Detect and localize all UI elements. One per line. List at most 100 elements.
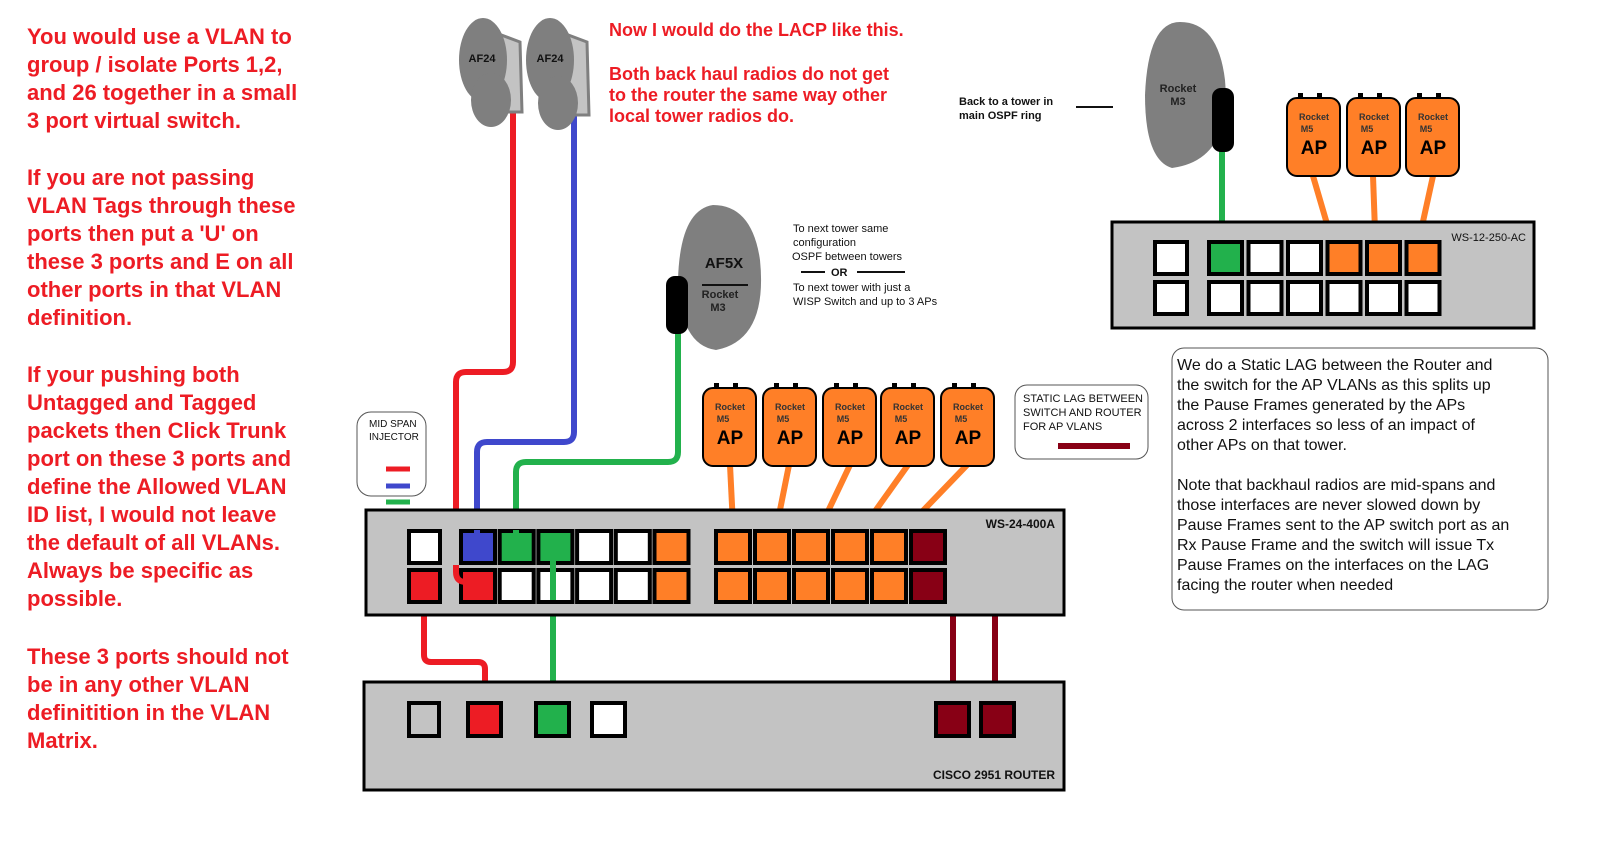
- remote-port: [1404, 280, 1442, 316]
- router-port: [534, 701, 571, 738]
- ap-label: AP: [1301, 138, 1328, 159]
- note-exclusive: These 3 ports should not be in any other…: [27, 644, 289, 753]
- remote-port: [1153, 240, 1189, 276]
- remote-port: [1286, 280, 1323, 316]
- remote-port: [1153, 280, 1189, 316]
- ap-m5-label: M5: [1420, 124, 1433, 134]
- ap-model-label: Rocket: [835, 402, 865, 412]
- switch-port: [575, 568, 614, 604]
- af5x-label: AF5X: [705, 255, 743, 272]
- switch-port: [652, 568, 691, 604]
- rocket-m3-remote-label1: Rocket: [1160, 83, 1197, 95]
- note-backhaul: Both back haul radios do not get to the …: [609, 64, 890, 126]
- switch-port: [714, 529, 752, 565]
- legend-lag: [1014, 384, 1149, 460]
- remote-port: [1286, 240, 1323, 276]
- af24-label-1: AF24: [469, 53, 497, 65]
- ap-m5-label: M5: [895, 414, 908, 424]
- switch-port: [870, 568, 908, 604]
- ap-model-label: Rocket: [1418, 112, 1448, 122]
- switch-port: [613, 529, 652, 565]
- af5x-rocket-label: Rocket: [702, 289, 739, 301]
- router-port: [407, 701, 441, 738]
- remote-port: [1246, 280, 1284, 316]
- next-tower-text-2: To next tower with just a WISP Switch an…: [793, 282, 938, 308]
- ap-model-label: Rocket: [953, 402, 983, 412]
- router-port: [979, 701, 1016, 738]
- switch-port: [652, 529, 691, 565]
- cable-blue-af24: [474, 115, 577, 545]
- legend-lag-title: STATIC LAG BETWEEN SWITCH AND ROUTER FOR…: [1023, 393, 1143, 433]
- next-tower-text-1: To next tower same configuration: [793, 223, 889, 249]
- ap-m5-label: M5: [955, 414, 968, 424]
- ap-label: AP: [895, 428, 922, 449]
- switch-port: [407, 568, 442, 604]
- switch-port: [575, 529, 614, 565]
- router-port: [466, 701, 503, 738]
- note-trunk: If your pushing both Untagged and Tagged…: [27, 362, 292, 611]
- router-port: [934, 701, 971, 738]
- cable-red-router: [421, 590, 488, 715]
- switch-port: [714, 568, 752, 604]
- rocket-m3-remote: Rocket M3: [1145, 22, 1234, 168]
- switch-port: [459, 568, 497, 604]
- remote-switch-label: WS-12-250-AC: [1451, 232, 1526, 244]
- switch-port: [909, 529, 947, 565]
- ap-label: AP: [955, 428, 982, 449]
- lag-note-box: [1171, 347, 1549, 611]
- legend-midspan-title: MID SPAN INJECTOR: [369, 419, 419, 443]
- ap-label: AP: [717, 428, 744, 449]
- ap-model-label: Rocket: [893, 402, 923, 412]
- af24-radio-1: AF24: [459, 18, 524, 127]
- main-switch-label: WS-24-400A: [986, 517, 1056, 531]
- lag-note-para2: Note that backhaul radios are mid-spans …: [1177, 477, 1510, 594]
- router-label: CISCO 2951 ROUTER: [933, 768, 1055, 782]
- main-switch: WS-24-400A: [364, 508, 1066, 617]
- router-port: [590, 701, 627, 738]
- switch-port: [613, 568, 652, 604]
- switch-port: [792, 529, 830, 565]
- ap-model-label: Rocket: [1299, 112, 1329, 122]
- next-tower-or: OR: [831, 267, 848, 279]
- rocket-m3-remote-label2: M3: [1170, 96, 1185, 108]
- switch-port: [831, 568, 869, 604]
- ap-label: AP: [837, 428, 864, 449]
- next-tower-ospf: OSPF between towers: [792, 251, 903, 263]
- ap-m5-label: M5: [717, 414, 730, 424]
- remote-port: [1325, 240, 1363, 276]
- note-lacp: Now I would do the LACP like this.: [609, 20, 904, 40]
- remote-port: [1246, 240, 1284, 276]
- af5x-radio: AF5X Rocket M3: [666, 205, 762, 350]
- ap-m5-label: M5: [1301, 124, 1314, 134]
- switch-port: [831, 529, 869, 565]
- legend-midspan: [356, 411, 427, 505]
- af5x-m3-label: M3: [710, 302, 725, 314]
- switch-port: [909, 568, 947, 604]
- note-vlan-group: You would use a VLAN to group / isolate …: [27, 24, 298, 133]
- switch-port: [407, 529, 442, 565]
- remote-port: [1207, 240, 1244, 276]
- switch-port: [792, 568, 830, 604]
- back-tower-text: Back to a tower in main OSPF ring: [959, 96, 1054, 122]
- remote-port: [1365, 240, 1402, 276]
- ap-m5-label: M5: [1361, 124, 1374, 134]
- ap-label: AP: [777, 428, 804, 449]
- note-untagged: If you are not passing VLAN Tags through…: [27, 165, 296, 330]
- switch-port: [497, 568, 536, 604]
- ap-m5-label: M5: [777, 414, 790, 424]
- switch-port: [870, 529, 908, 565]
- ap-label: AP: [1361, 138, 1388, 159]
- ap-label: AP: [1420, 138, 1447, 159]
- ap-model-label: Rocket: [715, 402, 745, 412]
- router: CISCO 2951 ROUTER: [362, 680, 1066, 792]
- ap-m5-label: M5: [837, 414, 850, 424]
